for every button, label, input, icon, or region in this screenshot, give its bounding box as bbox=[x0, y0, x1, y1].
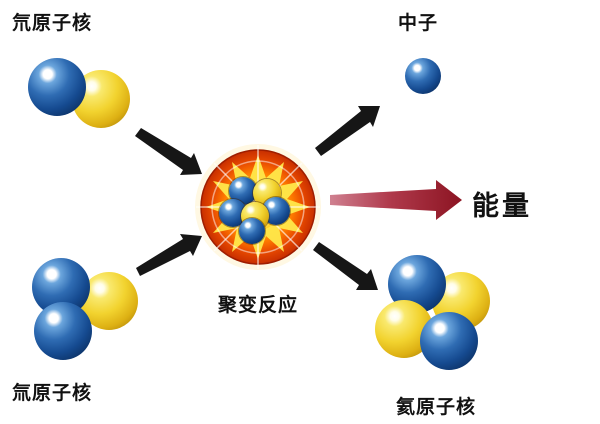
helium-neutron-sphere-2 bbox=[420, 312, 478, 370]
cluster-neutron-sphere-4 bbox=[239, 218, 265, 244]
neutron-sphere bbox=[405, 58, 441, 94]
arrow-fusion-to-neutron bbox=[315, 106, 380, 156]
fusion-label: 聚变反应 bbox=[217, 294, 298, 316]
helium-label: 氦原子核 bbox=[396, 396, 477, 418]
tritium-neutron-sphere-2 bbox=[34, 302, 92, 360]
arrow-fusion-to-helium bbox=[313, 242, 378, 290]
deuterium-neutron-sphere bbox=[28, 58, 86, 116]
energy-label: 能量 bbox=[472, 191, 532, 222]
deuterium-label: 氘原子核 bbox=[12, 12, 93, 34]
arrow-deuterium-to-fusion bbox=[135, 128, 202, 175]
burst-reticle-ring bbox=[211, 160, 305, 254]
energy-arrow bbox=[330, 180, 462, 220]
arrow-tritium-to-fusion bbox=[136, 234, 202, 276]
tritium-label: 氚原子核 bbox=[12, 382, 93, 404]
neutron-label: 中子 bbox=[398, 12, 439, 34]
